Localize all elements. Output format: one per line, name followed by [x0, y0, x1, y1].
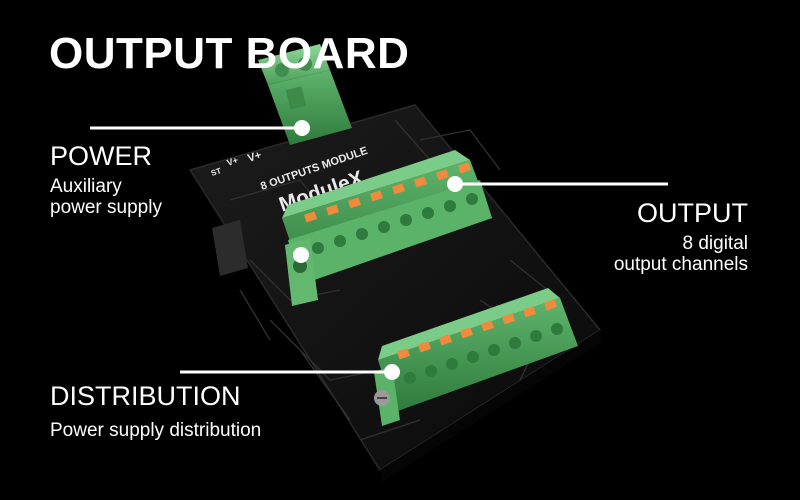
- pin-label-vplus-2: V+: [246, 149, 263, 165]
- distribution-callout-dot: [384, 364, 400, 380]
- distribution-connector: [374, 288, 578, 426]
- output-description: 8 digital output channels: [528, 233, 748, 276]
- output-description-line-2: output channels: [613, 254, 748, 276]
- pin-label-vplus-1: V+: [226, 155, 240, 168]
- power-connector: [258, 44, 352, 145]
- distribution-description: Power supply distribution: [50, 420, 262, 441]
- power-description: Auxiliary power supply: [50, 176, 250, 219]
- power-callout-dot: [294, 120, 310, 136]
- power-description-line-2: power supply: [50, 197, 162, 219]
- pin-label-st: ST: [210, 166, 223, 178]
- power-heading: POWER: [50, 141, 153, 171]
- power-description-line-1: Auxiliary: [50, 176, 122, 197]
- output-heading: OUTPUT: [637, 198, 748, 228]
- output-left-dot: [293, 247, 309, 263]
- callout-lines: [90, 120, 668, 380]
- output-callout-dot: [447, 176, 463, 192]
- output-description-line-1: 8 digital: [682, 233, 749, 254]
- page-title: OUTPUT BOARD: [49, 29, 410, 78]
- distribution-heading: DISTRIBUTION: [50, 381, 241, 411]
- output-connector: [282, 150, 492, 306]
